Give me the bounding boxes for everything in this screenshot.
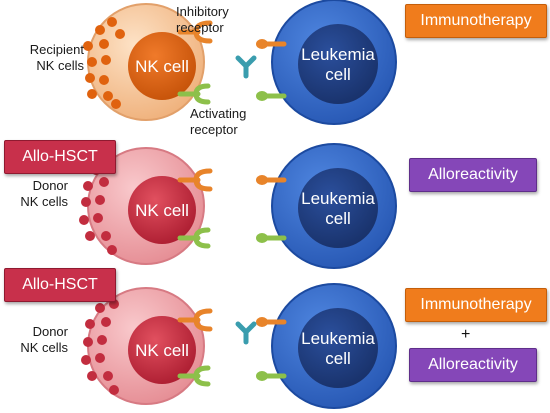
granule [85,319,95,329]
activating-receptor [177,83,211,105]
immunotherapy-tag-1: Immunotherapy [405,4,547,38]
antibody-icon [235,55,257,79]
granule [99,75,109,85]
granule [95,195,105,205]
granule [103,371,113,381]
activating-ligand [256,233,287,243]
granule [107,17,117,27]
mhc-ligand [256,39,287,49]
granule [93,213,103,223]
activating-ligand [256,91,287,101]
granule [99,177,109,187]
granule [95,25,105,35]
inhibitory-receptor-label: Inhibitory receptor [176,4,229,35]
inhibitory-receptor [177,168,213,192]
granule [97,335,107,345]
granule [115,29,125,39]
granule [83,337,93,347]
nk-nucleus [128,176,196,244]
recipient-nk-cells-label: Recipient NK cells [29,42,84,73]
activating-receptor [177,227,211,249]
nk-cell-label: NK cell [135,201,189,220]
granule [85,231,95,241]
alloreactivity-tag-1: Alloreactivity [409,158,537,192]
granule [107,245,117,255]
granule [81,197,91,207]
activating-ligand [256,371,287,381]
nk-nucleus [128,316,196,384]
granule [109,385,119,395]
granule [83,181,93,191]
nk-cell-label: NK cell [135,57,189,76]
allo-hsct-tag-1: Allo-HSCT [4,140,116,174]
inhibitory-receptor [177,20,213,44]
granule [101,231,111,241]
donor-nk-cells-label-2: Donor NK cells [20,324,68,355]
granule [79,215,89,225]
granule [81,355,91,365]
activating-receptor-label: Activating receptor [190,106,247,137]
granule [95,353,105,363]
granule [85,73,95,83]
granule [87,371,97,381]
immunotherapy-tag-2: Immunotherapy [405,288,547,322]
granule [111,99,121,109]
granule [101,317,111,327]
antibody-icon [235,321,257,345]
donor-nk-cells-label-1: Donor NK cells [20,178,68,209]
activating-receptor [177,365,211,387]
plus-sign: + [461,326,471,343]
granule [83,41,93,51]
granule [87,89,97,99]
leukemia-nucleus [298,24,378,104]
mhc-ligand [256,317,287,327]
granule [95,303,105,313]
granule [99,39,109,49]
leukemia-nucleus [298,308,378,388]
inhibitory-receptor [177,308,213,332]
granule [101,55,111,65]
nk-nucleus [128,32,196,100]
nk-cell-label: NK cell [135,341,189,360]
mhc-ligand [256,175,287,185]
leukemia-nucleus [298,168,378,248]
allo-hsct-tag-2: Allo-HSCT [4,268,116,302]
alloreactivity-tag-2: Alloreactivity [409,348,537,382]
granule [103,91,113,101]
granule [87,57,97,67]
